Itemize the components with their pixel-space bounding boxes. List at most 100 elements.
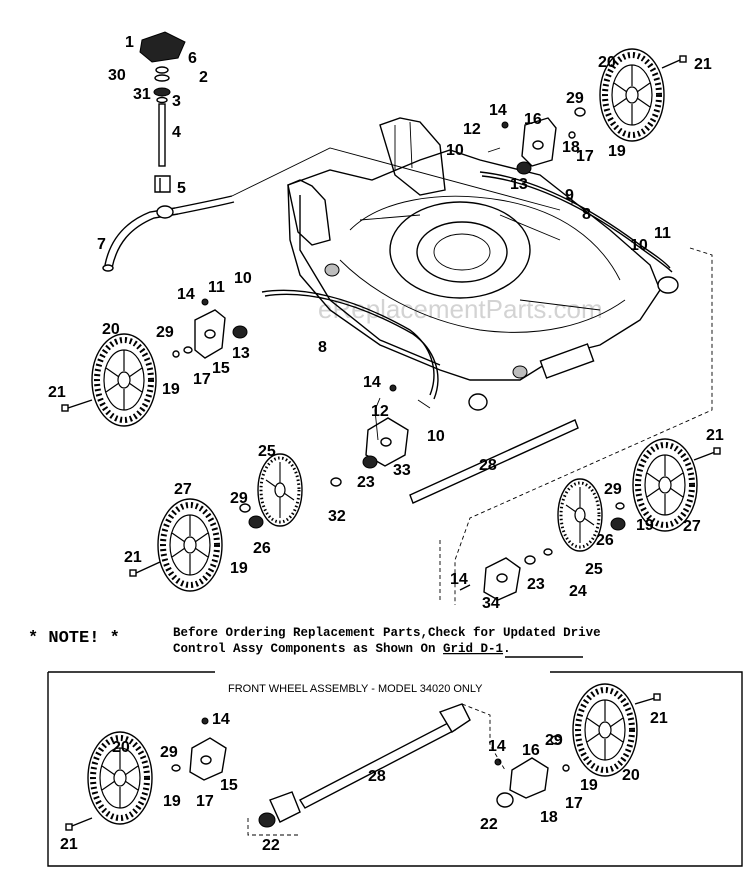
callout-label: 14 (489, 102, 507, 119)
callout-label: 27 (683, 518, 701, 535)
note-line-1: Before Ordering Replacement Parts,Check … (173, 626, 601, 640)
note-line-2-prefix: Control Assy Components as Shown On (173, 642, 443, 656)
callout-label: 21 (706, 427, 724, 444)
callout-label: 18 (562, 139, 580, 156)
callout-label: 29 (545, 732, 563, 749)
drive-rod-right-edge (481, 175, 673, 273)
callout-label: 10 (234, 270, 252, 287)
drive-gear-left (256, 452, 304, 528)
callout-label: 8 (582, 206, 591, 223)
callout-label: 7 (97, 236, 106, 253)
front-axle (409, 276, 679, 504)
callout-label: 8 (318, 339, 327, 356)
height-adjuster-knob (139, 31, 186, 193)
callout-label: 33 (393, 462, 411, 479)
rear-wheel-left (92, 334, 156, 426)
callout-label: 16 (522, 742, 540, 759)
callout-label: 12 (371, 403, 389, 420)
callout-label: 2 (199, 69, 208, 86)
note-line-2-suffix: . (503, 642, 511, 656)
inset-wheel-right (573, 684, 637, 776)
drive-rod-right (479, 171, 671, 269)
callout-label: 15 (220, 777, 238, 794)
callout-label: 21 (124, 549, 142, 566)
callout-label: 26 (253, 540, 271, 557)
callout-label: 30 (108, 67, 126, 84)
note-marker: * NOTE! * (28, 629, 120, 648)
callout-label: 13 (232, 345, 250, 362)
callout-label: 11 (654, 225, 671, 242)
callout-label: 14 (177, 286, 195, 303)
drive-rod-left-edge (264, 293, 439, 400)
callout-label: 10 (446, 142, 464, 159)
watermark: eReplacementParts.com (318, 294, 603, 324)
callout-label: 14 (488, 738, 506, 755)
callout-label: 6 (188, 50, 197, 67)
callout-label: 13 (510, 176, 528, 193)
callout-label: 19 (608, 143, 626, 160)
pivot-bracket-top (487, 107, 586, 204)
callout-label: 29 (604, 481, 622, 498)
wheel-bolts (61, 55, 721, 591)
inset-title: FRONT WHEEL ASSEMBLY - MODEL 34020 ONLY (228, 683, 483, 695)
callout-label: 29 (156, 324, 174, 341)
callout-label: 17 (565, 795, 583, 812)
pivot-bracket-bottom (483, 502, 626, 601)
callout-label: 11 (208, 279, 225, 296)
callout-label: 20 (112, 739, 130, 756)
callout-label: 23 (357, 474, 375, 491)
height-adjust-lever (102, 147, 561, 272)
callout-label: 15 (212, 360, 230, 377)
callout-label: 17 (193, 371, 211, 388)
pivot-bracket-center (330, 384, 431, 487)
callout-label: 19 (636, 517, 654, 534)
grid-reference: Grid D-1 (443, 642, 503, 656)
callout-label: 24 (569, 583, 587, 600)
callout-label: 20 (598, 54, 616, 71)
callout-label: 17 (196, 793, 214, 810)
callout-label: 18 (540, 809, 558, 826)
callout-label: 3 (172, 93, 181, 110)
note-line-2: Control Assy Components as Shown On Grid… (173, 642, 511, 656)
callout-label: 32 (328, 508, 346, 525)
callout-label: 19 (163, 793, 181, 810)
callout-label: 21 (694, 56, 712, 73)
callout-label: 21 (48, 384, 66, 401)
callout-label: 28 (368, 768, 386, 785)
callout-label: 34 (482, 595, 500, 612)
callout-label: 20 (622, 767, 640, 784)
callout-label: 14 (212, 711, 230, 728)
callout-label: 27 (174, 481, 192, 498)
callout-label: 10 (427, 428, 445, 445)
callout-label: 25 (585, 561, 603, 578)
callout-label: 28 (479, 457, 497, 474)
callout-label: 19 (580, 777, 598, 794)
ordering-note: * NOTE! * Before Ordering Replacement Pa… (28, 626, 601, 658)
callout-label: 29 (160, 744, 178, 761)
callout-label: 17 (576, 148, 594, 165)
callout-label: 21 (650, 710, 668, 727)
mower-deck (287, 117, 661, 381)
callout-label: 5 (177, 180, 186, 197)
callout-label: 9 (565, 187, 574, 204)
drive-rod-left (261, 289, 435, 396)
callout-label: 29 (566, 90, 584, 107)
guide-line-right (454, 247, 713, 605)
callout-label: 12 (463, 121, 481, 138)
callout-label: 10 (630, 237, 648, 254)
callout-label: 19 (162, 381, 180, 398)
pivot-bracket-left (172, 298, 248, 359)
callout-label: 25 (258, 443, 276, 460)
callout-label: 23 (527, 576, 545, 593)
callout-label: 22 (480, 816, 498, 833)
callout-label: 26 (596, 532, 614, 549)
front-wheel-left (158, 499, 222, 591)
inset-front-wheel-assembly: FRONT WHEEL ASSEMBLY - MODEL 34020 ONLY (47, 671, 743, 867)
callout-label: 29 (230, 490, 248, 507)
callout-label: 14 (450, 571, 468, 588)
callout-label: 14 (363, 374, 381, 391)
